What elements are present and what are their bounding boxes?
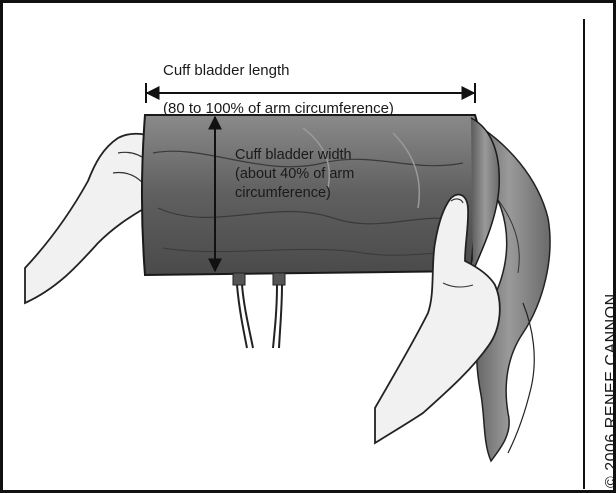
width-label: Cuff bladder width (about 40% of arm cir… (235, 146, 354, 203)
copyright-credit: © 2006 RENEE CANNON (603, 293, 616, 488)
length-title: Cuff bladder length (163, 61, 394, 80)
cuff-tubes (233, 273, 285, 348)
length-label: Cuff bladder length (80 to 100% of arm c… (163, 42, 394, 137)
credit-divider (583, 19, 585, 489)
length-detail: (80 to 100% of arm circumference) (163, 99, 394, 118)
